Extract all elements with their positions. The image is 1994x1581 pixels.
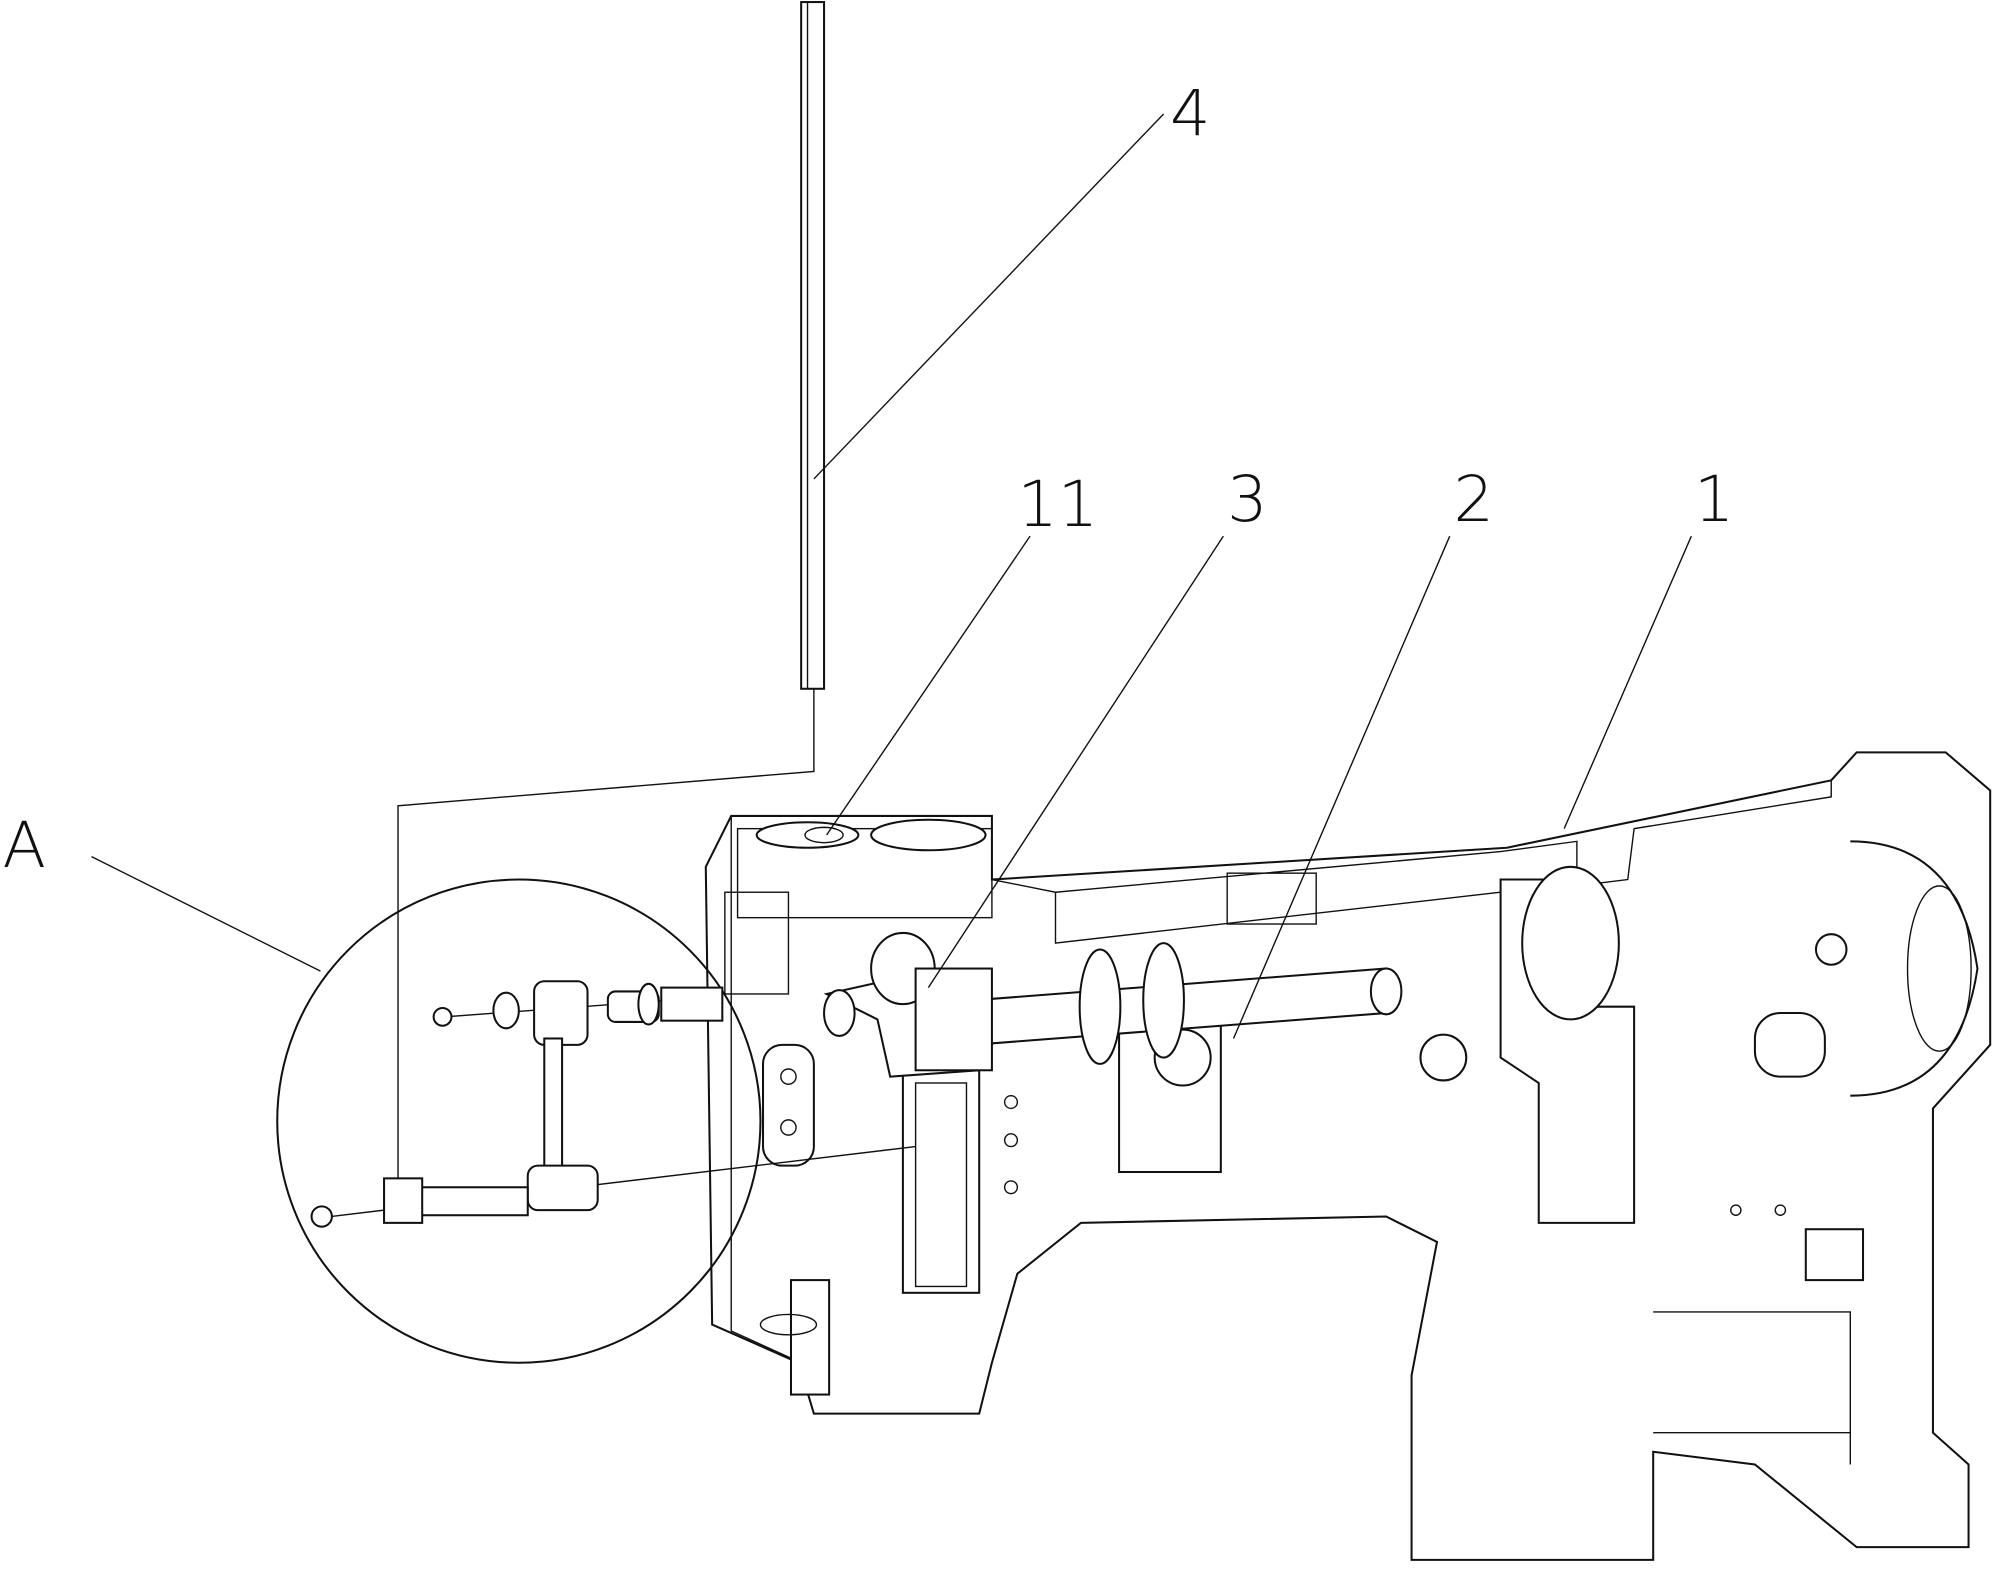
label-2: 2: [1454, 462, 1494, 536]
label-11: 11: [1017, 467, 1098, 541]
machine-body: [706, 752, 1990, 1560]
rod-4: [801, 2, 824, 689]
label-3: 3: [1227, 462, 1267, 536]
label-a: A: [3, 808, 47, 882]
label-4: 4: [1170, 77, 1210, 151]
label-1: 1: [1694, 462, 1734, 536]
